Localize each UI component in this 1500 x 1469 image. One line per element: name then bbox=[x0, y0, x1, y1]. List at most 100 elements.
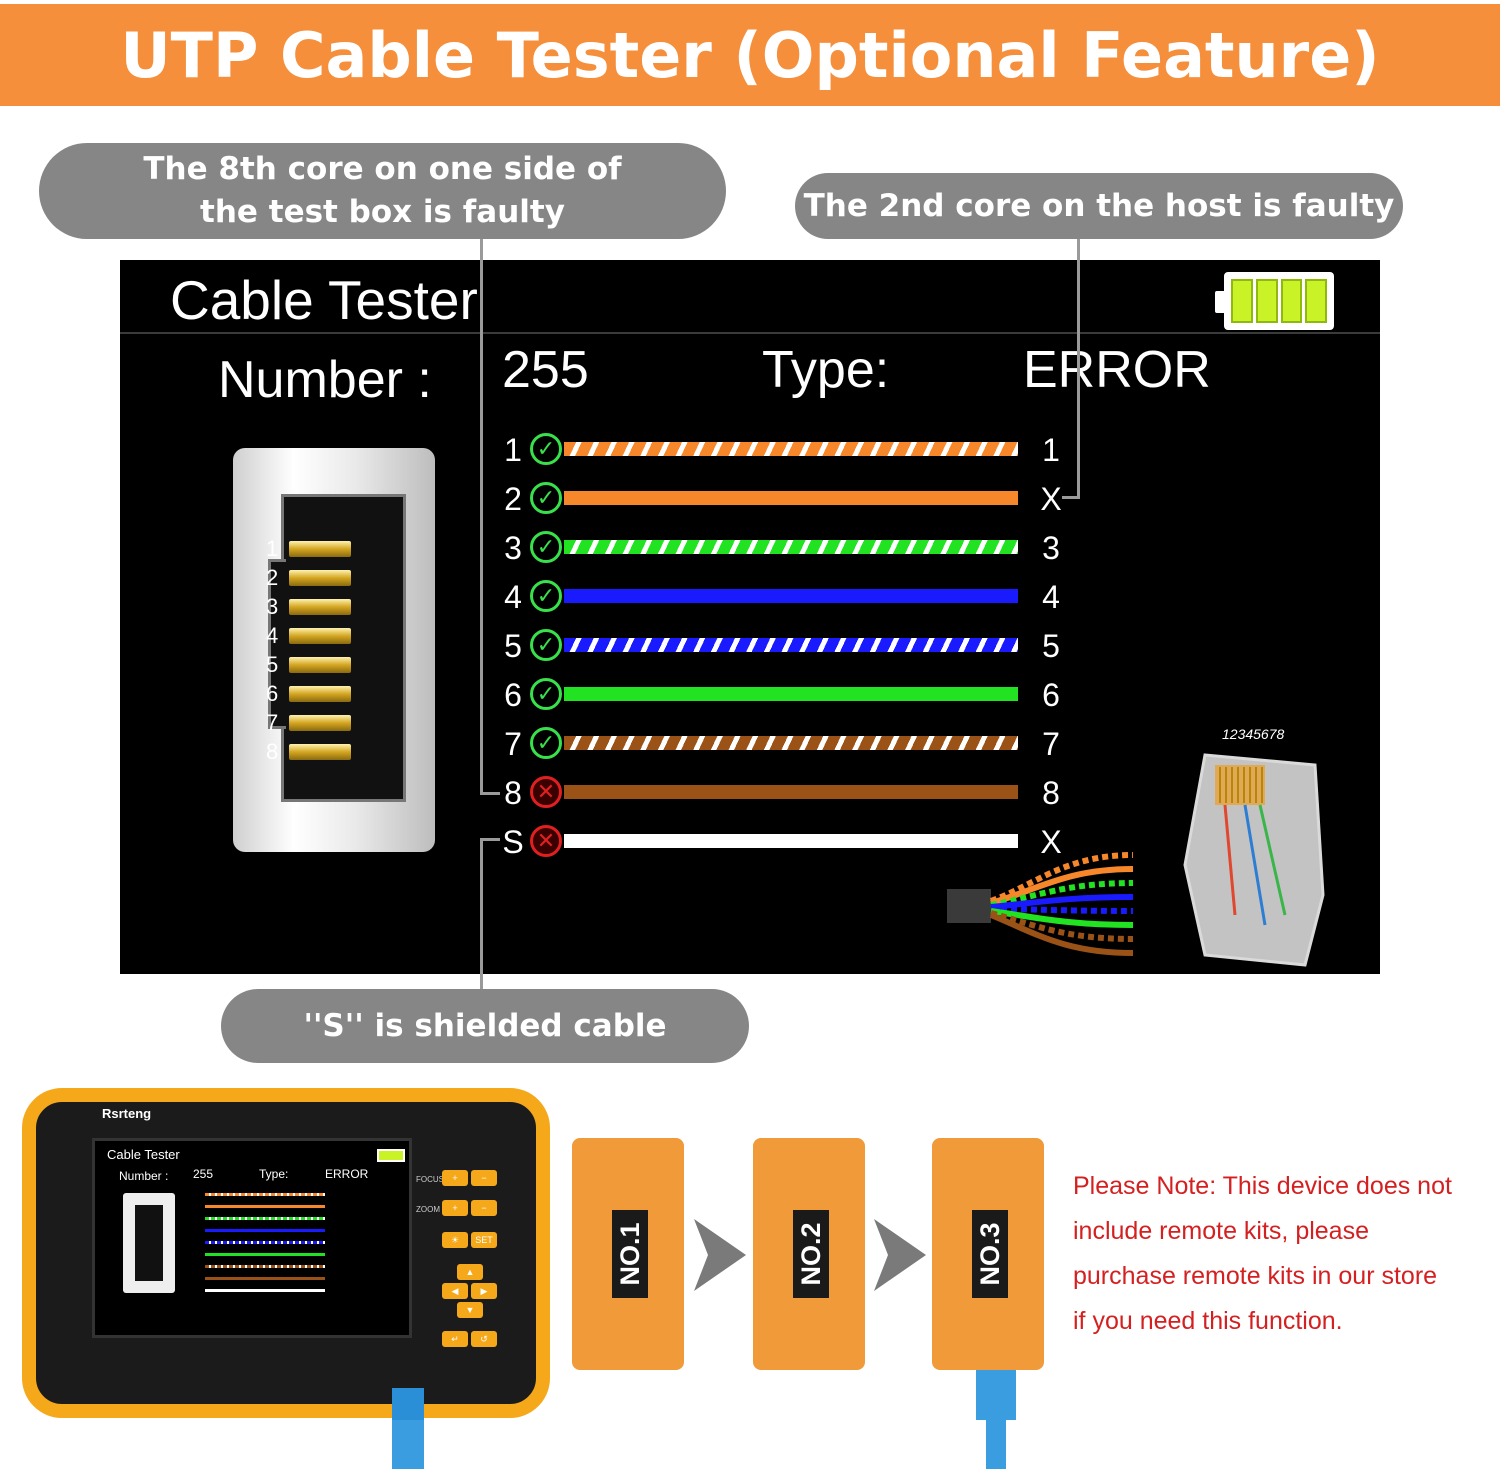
zoom-label: ZOOM bbox=[416, 1205, 440, 1214]
port-pin: 5 bbox=[263, 652, 351, 677]
port-pin: 3 bbox=[263, 594, 351, 619]
note-line-3: purchase remote kits in our store bbox=[1073, 1262, 1438, 1290]
note-line-4: if you need this function. bbox=[1073, 1307, 1343, 1335]
mini-number-label: Number : bbox=[119, 1169, 169, 1183]
mini-type-value: ERROR bbox=[325, 1167, 369, 1181]
wire-line bbox=[564, 834, 1018, 848]
port-pin-contact bbox=[289, 599, 351, 615]
port-pin-contact bbox=[289, 744, 351, 760]
wire-row: 7✓7 bbox=[500, 724, 1200, 764]
mini-screen-title: Cable Tester bbox=[107, 1147, 180, 1162]
wire-row: 1✓1 bbox=[500, 430, 1200, 470]
device-mini-screen: Cable Tester Number : 255 Type: ERROR bbox=[92, 1138, 412, 1338]
battery-cell bbox=[1280, 279, 1303, 323]
wire-right-label: X bbox=[1040, 481, 1062, 517]
mini-port-icon bbox=[123, 1193, 175, 1293]
up-button[interactable]: ▲ bbox=[457, 1264, 483, 1280]
check-icon: ✓ bbox=[530, 580, 562, 612]
mini-battery-icon bbox=[377, 1149, 405, 1162]
port-pin-contact bbox=[289, 657, 351, 673]
port-pin: 6 bbox=[263, 681, 351, 706]
blue-cable bbox=[392, 1420, 424, 1469]
mini-wire-line bbox=[205, 1277, 325, 1280]
type-label: Type: bbox=[762, 341, 890, 399]
mini-number-value: 255 bbox=[193, 1167, 214, 1181]
light-button[interactable]: ☀ bbox=[442, 1232, 468, 1248]
mini-wire-line bbox=[205, 1253, 325, 1256]
wire-right-label: 4 bbox=[1042, 579, 1060, 615]
header-divider bbox=[120, 332, 1380, 334]
port-pin-contact bbox=[289, 715, 351, 731]
port-pin: 1 bbox=[263, 536, 351, 561]
back-button[interactable]: ↺ bbox=[471, 1331, 497, 1347]
focus-plus-button[interactable]: + bbox=[442, 1170, 468, 1186]
error-x-icon: ✕ bbox=[530, 776, 562, 808]
wire-left-label: 8 bbox=[504, 775, 522, 811]
callout-connector-bottom-tick bbox=[480, 838, 500, 841]
tester-device: Rsrteng Cable Tester Number : 255 Type: … bbox=[22, 1088, 550, 1428]
mini-wire-line bbox=[205, 1205, 325, 1208]
callout-connector-right-tick bbox=[1062, 496, 1080, 499]
remote-unit-2: NO.2 bbox=[753, 1138, 865, 1370]
mini-wire-line bbox=[205, 1217, 325, 1220]
wire-line bbox=[564, 442, 1018, 456]
check-icon: ✓ bbox=[530, 433, 562, 465]
remote-cable bbox=[986, 1420, 1006, 1469]
wire-right-label: 5 bbox=[1042, 628, 1060, 664]
number-value: 255 bbox=[502, 341, 589, 399]
wire-line bbox=[564, 736, 1018, 750]
remote-tag bbox=[972, 1210, 1008, 1298]
port-pin: 2 bbox=[263, 565, 351, 590]
screen-title: Cable Tester bbox=[170, 269, 478, 331]
port-pin-number: 3 bbox=[265, 594, 279, 619]
callout-2nd-core: The 2nd core on the host is faulty bbox=[795, 173, 1403, 239]
wire-left-label: 2 bbox=[504, 481, 522, 517]
callout-8th-core: The 8th core on one side of the test box… bbox=[39, 143, 726, 239]
port-pin-contact bbox=[289, 628, 351, 644]
callout-8th-core-line2: the test box is faulty bbox=[200, 194, 565, 230]
mini-wire-line bbox=[205, 1241, 325, 1244]
wire-right-label: 1 bbox=[1042, 432, 1060, 468]
wire-right-label: X bbox=[1040, 824, 1062, 860]
remote-unit-1: NO.1 bbox=[572, 1138, 684, 1370]
check-icon: ✓ bbox=[530, 727, 562, 759]
focus-minus-button[interactable]: − bbox=[471, 1170, 497, 1186]
mini-wire-line bbox=[205, 1229, 325, 1232]
port-pin: 7 bbox=[263, 710, 351, 735]
wire-line bbox=[564, 589, 1018, 603]
down-button[interactable]: ▼ bbox=[457, 1302, 483, 1318]
zoom-minus-button[interactable]: − bbox=[471, 1200, 497, 1216]
enter-button[interactable]: ↵ bbox=[442, 1331, 468, 1347]
device-brand-logo: Rsrteng bbox=[102, 1106, 152, 1121]
remote-cable-plug bbox=[976, 1370, 1016, 1420]
wire-line bbox=[564, 491, 1018, 505]
wire-line bbox=[564, 785, 1018, 799]
left-button[interactable]: ◀ bbox=[442, 1283, 468, 1299]
right-button[interactable]: ▶ bbox=[471, 1283, 497, 1299]
mini-wire-line bbox=[205, 1265, 325, 1268]
callout-connector-left-tick bbox=[480, 792, 500, 795]
port-notch bbox=[268, 559, 286, 729]
wire-row: 2✓X bbox=[500, 479, 1200, 519]
type-value: ERROR bbox=[1023, 341, 1211, 399]
callout-connector-right bbox=[1077, 239, 1080, 499]
wire-row: 6✓6 bbox=[500, 675, 1200, 715]
title-banner: UTP Cable Tester (Optional Feature) bbox=[0, 4, 1500, 106]
callout-2nd-core-text: The 2nd core on the host is faulty bbox=[803, 188, 1395, 224]
port-pin-number: 7 bbox=[265, 710, 279, 735]
wire-line bbox=[564, 687, 1018, 701]
remote-unit-3: NO.3 bbox=[932, 1138, 1044, 1370]
wire-right-label: 8 bbox=[1042, 775, 1060, 811]
set-button[interactable]: SET bbox=[471, 1232, 497, 1248]
rj45-pin-caption: 12345678 bbox=[1222, 726, 1285, 742]
remote-1-label: NO.1 bbox=[615, 1222, 645, 1286]
zoom-plus-button[interactable]: + bbox=[442, 1200, 468, 1216]
mini-wire-line bbox=[205, 1289, 325, 1292]
rj45-plug-icon bbox=[1183, 753, 1325, 967]
check-icon: ✓ bbox=[530, 531, 562, 563]
purchase-note: Please Note: This device does not includ… bbox=[1073, 1164, 1493, 1344]
port-pin-number: 8 bbox=[265, 739, 279, 764]
callout-8th-core-line1: The 8th core on one side of bbox=[143, 151, 622, 187]
callout-shielded: ''S'' is shielded cable bbox=[221, 989, 749, 1063]
